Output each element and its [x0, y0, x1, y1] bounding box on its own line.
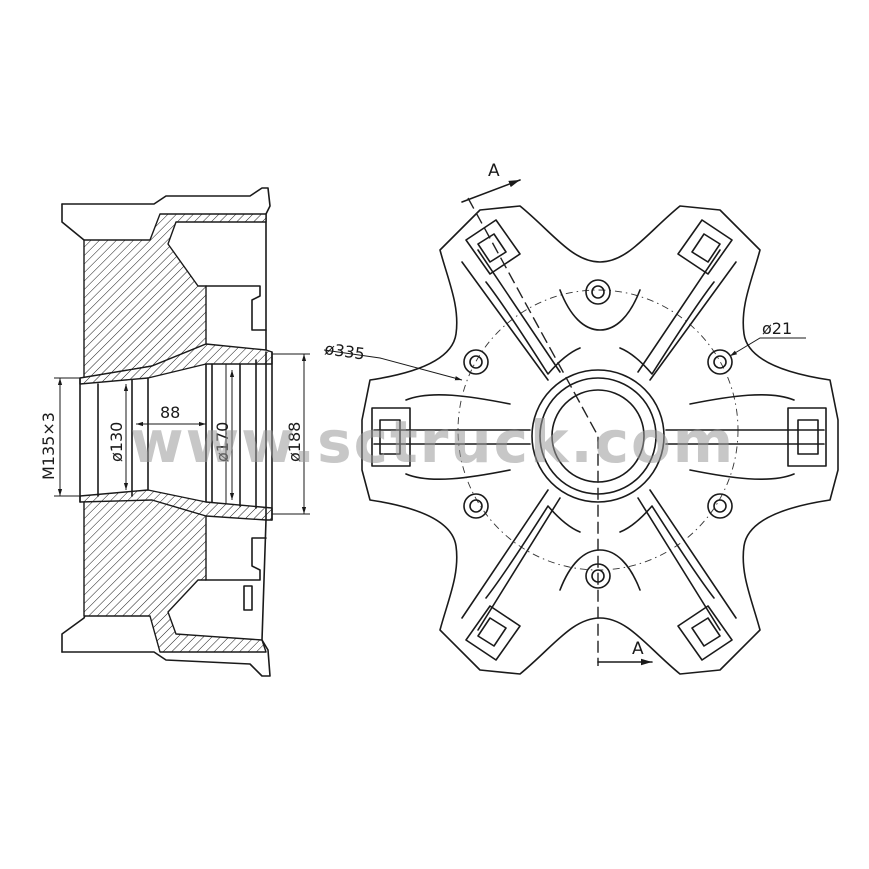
bolt-hole-dimension-label: ø21 [762, 319, 792, 338]
watermark: www.sctruck.com [130, 408, 735, 476]
length-dimension-label: 88 [160, 403, 180, 422]
section-letter-top: A [488, 161, 500, 181]
section-view: M135×3 ø130 88 ø170 ø188 [39, 187, 310, 677]
pitch-circle-dimension-label: ø335 [323, 339, 366, 363]
front-view: A A ø335 ø21 [323, 161, 839, 675]
bolt-holes [463, 279, 733, 589]
bore-small-dimension-label: ø130 [107, 422, 126, 462]
thread-dimension-label: M135×3 [39, 412, 58, 480]
section-letter-bottom: A [632, 639, 644, 659]
bore-large-dimension-label: ø188 [285, 422, 304, 462]
hub-outline [361, 205, 839, 675]
bore-mid-dimension-label: ø170 [213, 422, 232, 462]
section-line [467, 197, 599, 666]
clamp-slots [371, 219, 827, 661]
